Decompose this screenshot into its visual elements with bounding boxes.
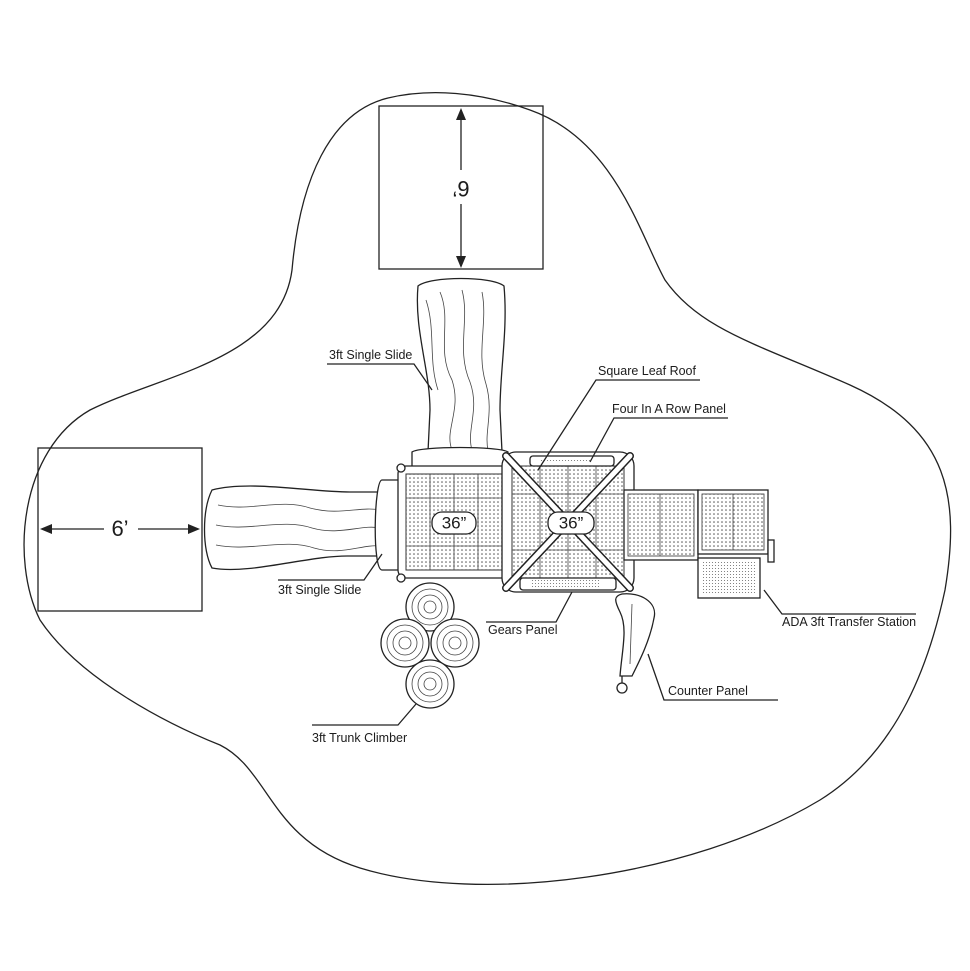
left-deck-height: 36” — [442, 513, 467, 532]
label-slide-top: 3ft Single Slide — [329, 348, 412, 362]
label-square-leaf-roof: Square Leaf Roof — [598, 364, 697, 378]
climber-pod-top — [405, 582, 455, 632]
top-zone-dimension: 6’ — [452, 176, 469, 201]
label-trunk-climber: 3ft Trunk Climber — [312, 731, 407, 745]
top-use-zone: 6’ — [378, 105, 544, 270]
left-use-zone: 6’ — [37, 447, 203, 612]
label-four-in-a-row-panel: Four In A Row Panel — [612, 402, 726, 416]
counter-panel — [615, 593, 656, 694]
square-leaf-roof: 36” — [502, 452, 634, 592]
climber-pod-right — [430, 618, 480, 668]
climber-pod-left — [380, 618, 430, 668]
right-deck-height: 36” — [559, 513, 584, 532]
ada-transfer-station — [623, 489, 775, 599]
gears-panel — [519, 577, 617, 591]
left-deck: 36” — [396, 463, 511, 583]
trunk-climber — [380, 582, 480, 709]
leader-lines — [278, 363, 916, 726]
label-slide-left: 3ft Single Slide — [278, 583, 361, 597]
label-counter-panel: Counter Panel — [668, 684, 748, 698]
four-in-a-row-panel — [529, 455, 615, 467]
left-zone-dimension: 6’ — [111, 516, 128, 541]
climber-pod-bottom — [405, 659, 455, 709]
label-gears-panel: Gears Panel — [488, 623, 557, 637]
safety-zone-boundary — [23, 92, 952, 886]
top-single-slide — [411, 277, 509, 471]
left-single-slide — [203, 479, 401, 571]
label-ada-transfer-station: ADA 3ft Transfer Station — [782, 615, 916, 629]
